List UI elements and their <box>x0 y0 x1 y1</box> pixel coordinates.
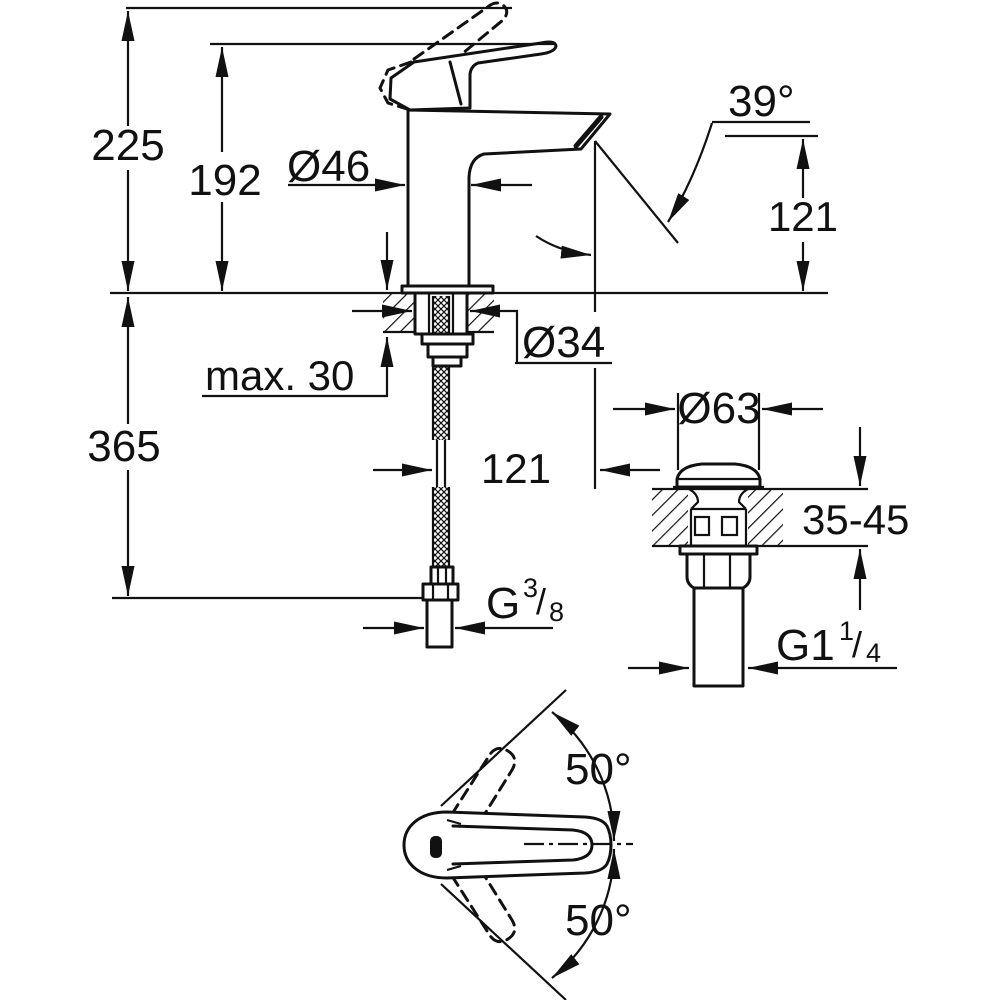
drain-deck-hatch-left <box>652 489 688 546</box>
temperature-indicator-mark <box>430 836 442 858</box>
shank-inner-walls <box>427 293 455 334</box>
deck-hatch-right <box>467 293 494 332</box>
handle-rotated-down-dashed <box>450 860 517 944</box>
lever-closed <box>388 40 558 112</box>
supply-thread-denominator: 8 <box>549 597 564 627</box>
hose-nut-facets <box>431 584 450 600</box>
drain-cartridge <box>689 507 748 546</box>
shank-and-hoses <box>413 291 475 649</box>
label-cap-diameter: Ø63 <box>677 384 760 433</box>
mounting-nut-step <box>431 355 463 368</box>
hose-break-section <box>435 440 447 487</box>
aerator <box>573 114 604 149</box>
waste-thread-numerator: 1 <box>839 616 854 646</box>
label-deck-thickness: 35-45 <box>802 496 909 543</box>
swing-arc-upper <box>551 711 621 842</box>
hose-upper-edges <box>431 296 451 440</box>
label-spout-reach: 121 <box>481 445 551 492</box>
dim-34-leader <box>470 304 519 363</box>
deck-hatch-left <box>383 293 415 332</box>
label-shank-diameter: Ø34 <box>522 318 605 367</box>
handle-rotated-up-dashed <box>450 746 517 830</box>
stream-angle-line <box>594 140 679 244</box>
label-total-height: 225 <box>91 121 164 170</box>
drain-window-right <box>720 515 739 537</box>
angle-39-arc <box>667 122 714 223</box>
supply-thread-base: G <box>486 579 520 628</box>
dim-max30-leader <box>202 337 394 398</box>
label-stream-angle: 39° <box>728 77 795 126</box>
label-lever-height: 192 <box>188 156 261 205</box>
label-max-deck: max. 30 <box>205 352 354 399</box>
label-waste-thread: G1 1 / 4 <box>776 616 881 670</box>
faucet-body <box>406 108 612 288</box>
supply-thread-slash: / <box>536 581 546 622</box>
label-swing-down: 50° <box>565 896 632 945</box>
fitting-facets <box>436 567 448 584</box>
hex-nut-facets <box>702 554 732 588</box>
handle-top-view <box>402 689 633 1000</box>
lever-raised-dashed <box>412 1 509 79</box>
waste-drain-detail <box>652 462 868 688</box>
hose-lower-edges <box>431 487 451 567</box>
swing-arc-lower <box>551 848 621 979</box>
handle-notches <box>446 818 462 872</box>
swing-boundary-upper <box>440 689 567 807</box>
lever-knob-inner-line <box>448 60 463 106</box>
drain-window-left <box>693 515 711 537</box>
label-body-diameter: Ø46 <box>287 142 370 191</box>
label-hose-length: 365 <box>87 422 160 471</box>
label-outlet-height: 121 <box>768 193 838 240</box>
waste-thread-slash: / <box>852 624 862 665</box>
hose-nut <box>421 582 460 602</box>
mounting-nut <box>426 342 469 359</box>
drain-deck-hatch-right <box>748 489 783 546</box>
hose-end-fitting <box>429 565 455 586</box>
braided-hose-upper <box>433 296 449 440</box>
angle-39-arc-small <box>535 235 592 259</box>
dimension-lines <box>112 6 897 675</box>
supply-thread-numerator: 3 <box>523 573 538 603</box>
dimension-labels: 225 192 Ø46 39° 121 max. 30 Ø34 365 121 … <box>87 77 909 945</box>
faucet-side-view <box>378 1 612 295</box>
push-cap <box>675 462 762 489</box>
waste-thread-denominator: 4 <box>866 638 881 668</box>
supply-connector-tube <box>425 598 454 649</box>
drain-tailpipe <box>692 586 745 688</box>
braided-hose-lower <box>433 487 449 567</box>
drain-neck <box>688 488 749 510</box>
lever-raised-knob-dashed <box>378 60 439 111</box>
swing-boundary-lower <box>440 883 567 1000</box>
mounting-deck <box>110 291 828 334</box>
ext-lines-63 <box>676 393 761 470</box>
drain-hex-nut <box>685 552 752 590</box>
label-supply-thread: G 3 / 8 <box>486 573 564 628</box>
waste-thread-base: G1 <box>776 621 835 670</box>
label-swing-up: 50° <box>565 745 632 794</box>
